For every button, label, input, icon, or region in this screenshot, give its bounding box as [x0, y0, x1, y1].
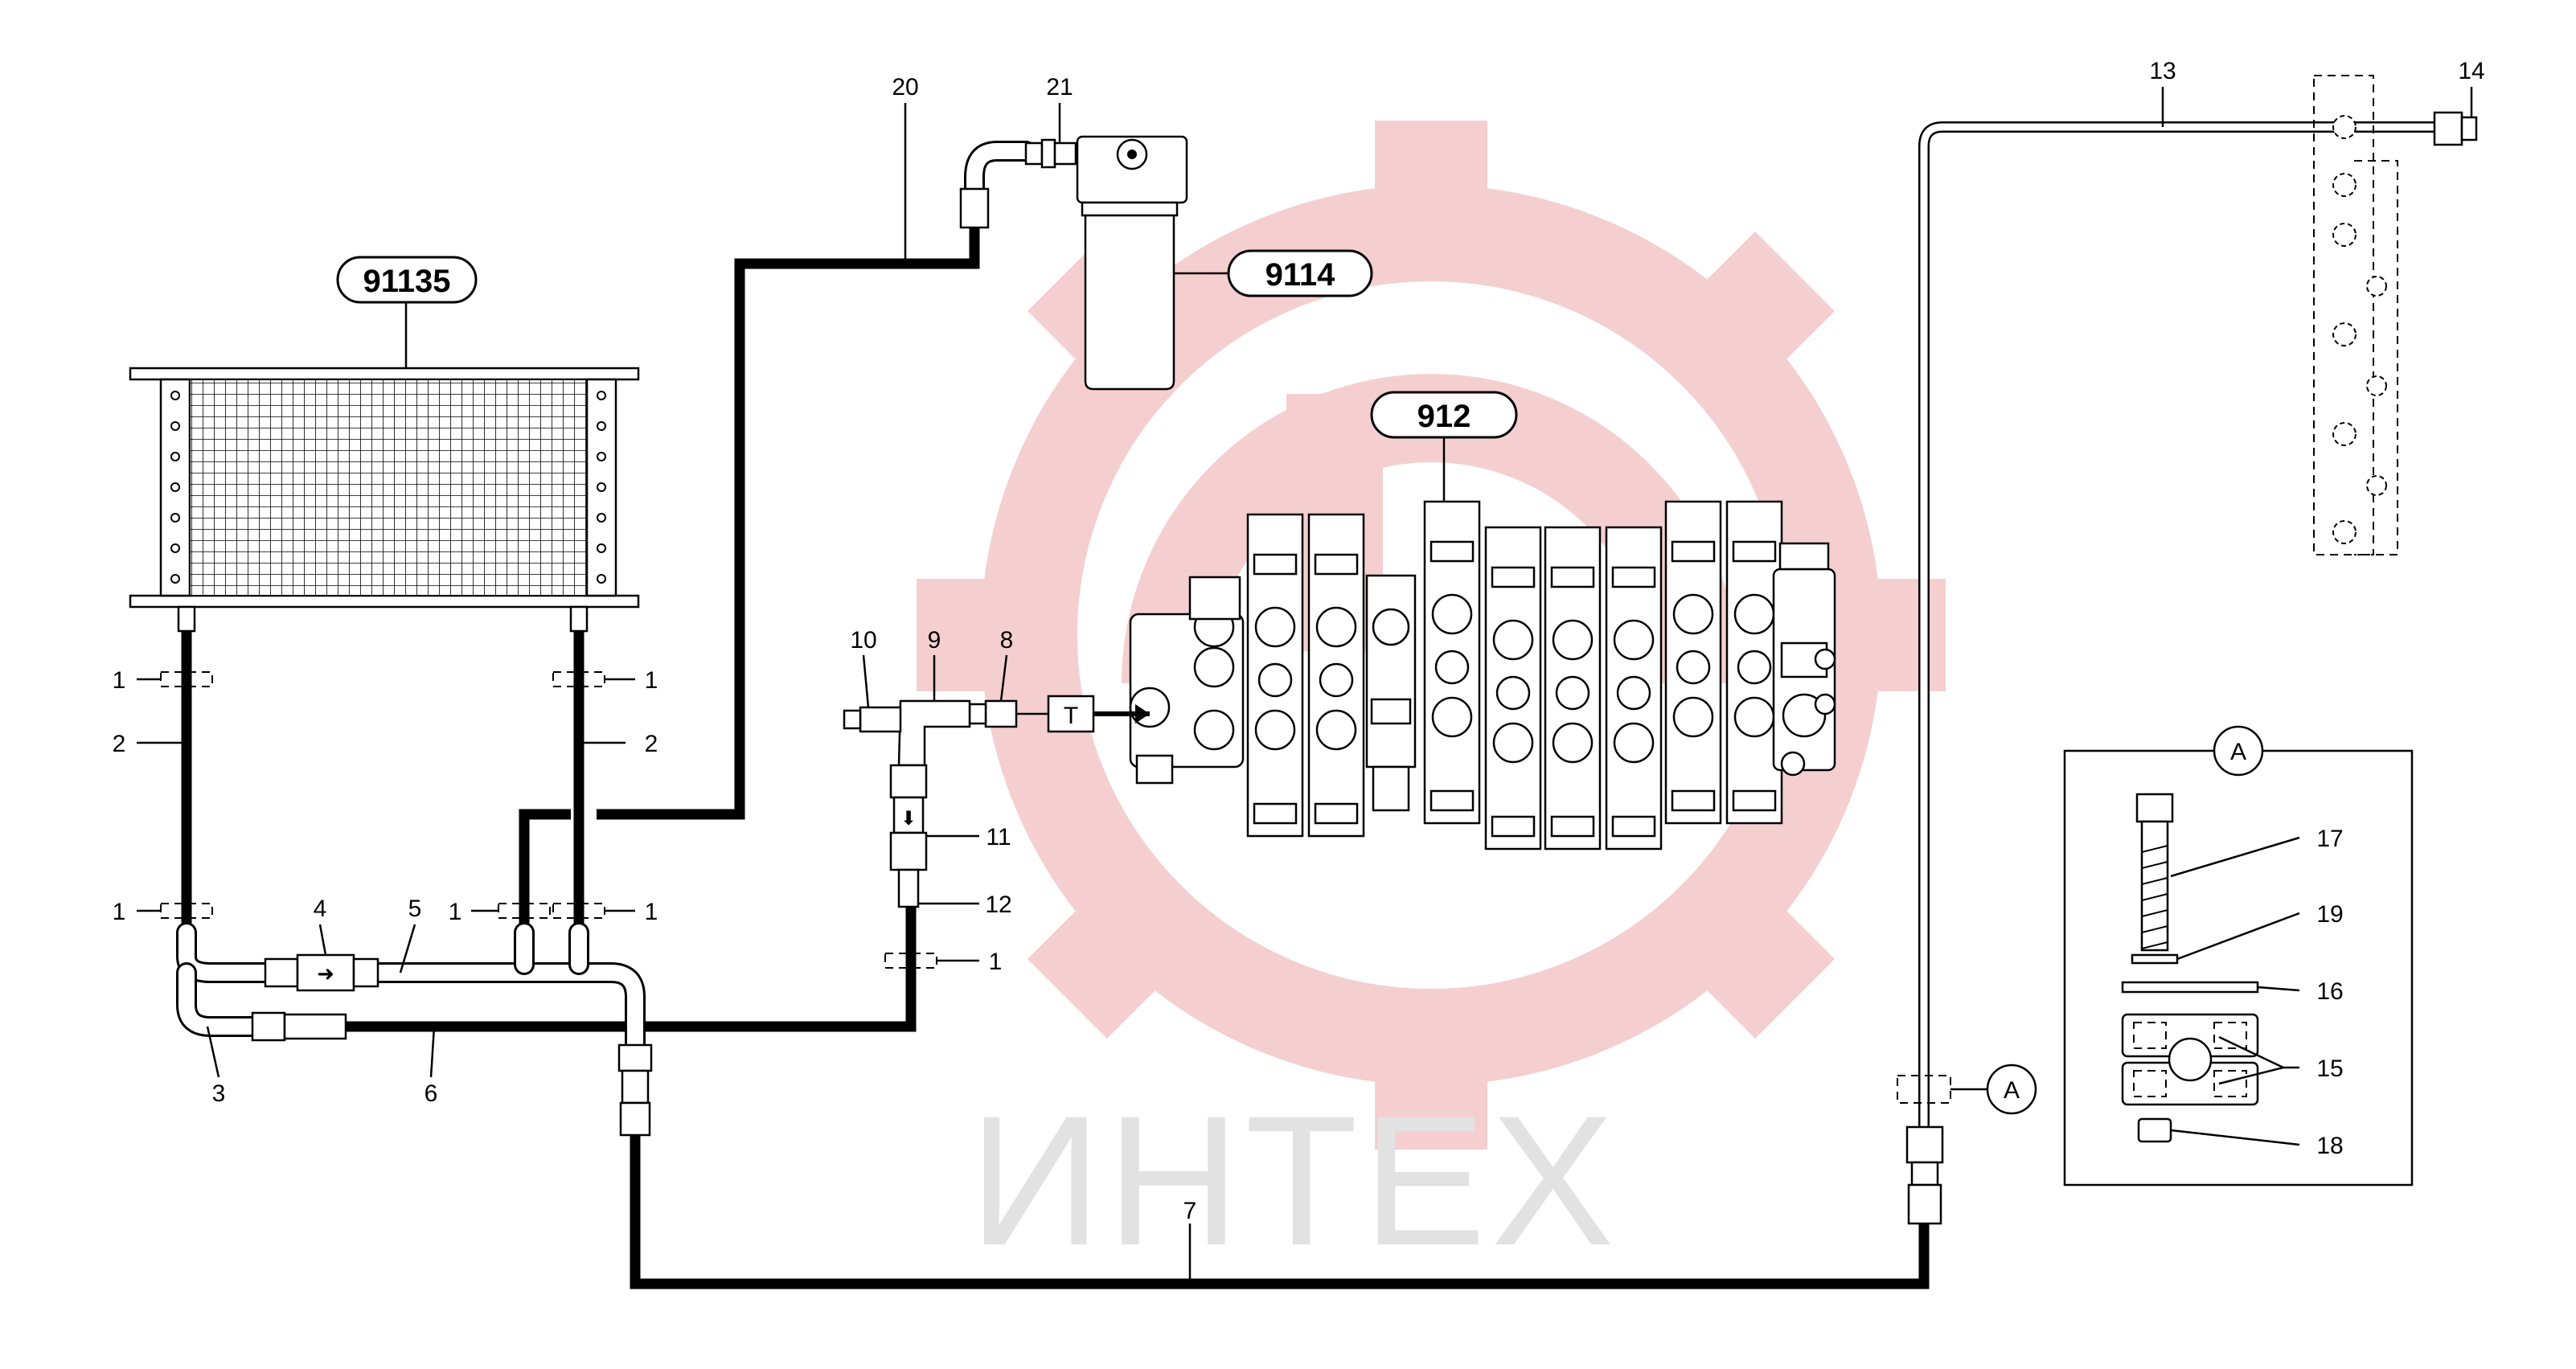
oil-cooler [129, 367, 640, 633]
callout-4: 4 [314, 896, 327, 922]
detail-a-marker: A [2004, 1077, 2020, 1104]
callout-5: 5 [408, 896, 422, 922]
callout-1d: 1 [449, 899, 462, 925]
callout-18: 18 [2316, 1133, 2343, 1159]
callout-19: 19 [2316, 901, 2343, 928]
callout-21: 21 [1046, 74, 1073, 100]
svg-text:912: 912 [1417, 399, 1471, 434]
steel-tubes: ➜ [176, 922, 653, 1137]
callout-8: 8 [1000, 627, 1014, 654]
tank-port-fittings: T ⬇ [843, 695, 1150, 908]
return-tube-13 [1897, 111, 2478, 1225]
svg-text:91135: 91135 [363, 264, 450, 299]
callout-7: 7 [1183, 1198, 1197, 1224]
callout-2a: 2 [113, 731, 126, 757]
watermark-text: ИНТЕХ [969, 1077, 1619, 1284]
callout-16: 16 [2316, 978, 2343, 1005]
svg-text:9114: 9114 [1265, 257, 1336, 293]
svg-text:⬇: ⬇ [900, 808, 917, 830]
callout-17: 17 [2316, 826, 2343, 852]
detail-a-title: A [2230, 739, 2246, 765]
callout-6: 6 [425, 1080, 438, 1107]
mounting-bracket [2313, 75, 2398, 555]
oil-filter-label: 9114 [1227, 249, 1373, 297]
cooler-hoses [181, 227, 1930, 1289]
callout-20: 20 [892, 74, 918, 100]
callout-leaders [137, 87, 2473, 1284]
oil-filter [959, 135, 1188, 391]
callout-1f: 1 [989, 949, 1003, 975]
callout-12: 12 [985, 891, 1011, 918]
hose-clamps [160, 671, 937, 969]
callout-3: 3 [212, 1080, 226, 1107]
callout-1c: 1 [113, 899, 126, 925]
callout-numbers: 1 1 2 2 1 1 1 4 5 3 6 7 10 9 8 11 12 1 2… [113, 58, 2485, 1224]
callout-9: 9 [928, 627, 941, 654]
callout-14: 14 [2458, 58, 2484, 84]
detail-view-a: A [2063, 725, 2414, 1187]
callout-1b: 1 [645, 667, 658, 694]
callout-10: 10 [850, 627, 876, 654]
svg-text:➜: ➜ [317, 961, 334, 986]
callout-1e: 1 [645, 899, 658, 925]
tank-port-label: T [1064, 703, 1078, 729]
callout-11: 11 [986, 824, 1011, 851]
callout-1a: 1 [113, 667, 126, 694]
callout-15: 15 [2316, 1055, 2343, 1082]
callout-2b: 2 [645, 731, 658, 757]
control-valve [1129, 500, 1836, 851]
callout-13: 13 [2149, 58, 2176, 84]
control-valve-label: 912 [1370, 391, 1518, 439]
oil-cooler-label: 91135 [336, 256, 478, 304]
